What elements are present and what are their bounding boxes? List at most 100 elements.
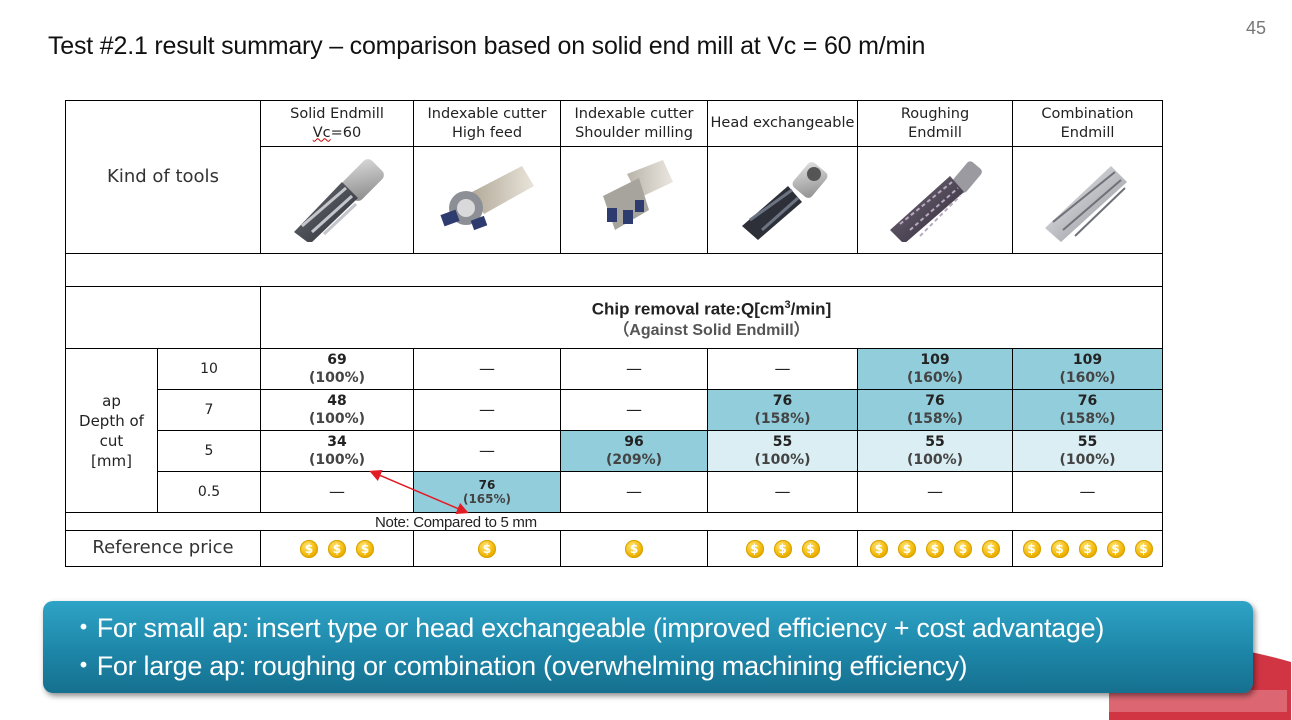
- table-row: 5 34(100%) — 96(209%) 55(100%) 55(100%) …: [66, 430, 1163, 472]
- coin-icon: $: [898, 539, 916, 558]
- value-cell: —: [707, 348, 858, 390]
- value-cell: 96(209%): [560, 430, 708, 472]
- coin-icon: $: [954, 539, 972, 558]
- value-dash: —: [1079, 481, 1096, 501]
- tool-image-cell: [413, 146, 561, 254]
- summary-line: ・For large ap: roughing or combination (…: [70, 651, 968, 681]
- note-row: Note: Compared to 5 mm: [65, 512, 1163, 531]
- value-cell: —: [1012, 471, 1163, 513]
- roughing-endmill-image: [890, 161, 982, 244]
- coin-icon: $: [478, 539, 496, 558]
- value-number: 76: [478, 478, 496, 492]
- value-dash: —: [774, 481, 791, 501]
- value-cell: —: [560, 348, 708, 390]
- tool-image-cell: [260, 146, 414, 254]
- slide-title: Test #2.1 result summary – comparison ba…: [48, 32, 926, 60]
- value-number: 69: [327, 352, 347, 368]
- value-percent: (100%): [1059, 452, 1116, 468]
- summary-line: ・For small ap: insert type or head excha…: [70, 613, 1105, 643]
- blank-header-cell: [65, 286, 261, 349]
- value-number: 96: [624, 434, 644, 450]
- tool-name-line1: Roughing: [900, 105, 970, 122]
- price-coins-cell: $$$$$: [1012, 530, 1163, 567]
- value-number: 55: [1077, 434, 1098, 450]
- rate-unit-sup: 3: [784, 299, 791, 312]
- ap-label-line: cut: [99, 431, 124, 450]
- coin-icon: $: [1078, 539, 1097, 558]
- value-cell: 109(160%): [857, 348, 1013, 390]
- ap-value-cell: 10: [157, 348, 261, 390]
- coin-icon: $: [745, 539, 764, 558]
- tool-name-line1: Solid Endmill: [290, 105, 384, 122]
- value-percent: (100%): [308, 411, 366, 427]
- kind-of-tools-cell: Kind of tools: [65, 100, 261, 254]
- price-coins-cell: $$$: [260, 530, 414, 567]
- kind-of-tools-label: Kind of tools: [107, 165, 219, 187]
- price-coins-cell: $$$: [707, 530, 858, 567]
- tool-name-line1: Indexable cutter: [427, 105, 547, 122]
- value-number: 76: [925, 393, 945, 409]
- ap-label-line: Depth of: [79, 411, 144, 430]
- tool-name-line2: Endmill: [908, 124, 962, 141]
- tool-name-line2: Vc=60: [312, 124, 362, 141]
- value-dash: —: [626, 481, 642, 501]
- table-row: ap Depth of cut [mm] 10 69(100%) — — — 1…: [65, 348, 1163, 513]
- rate-unit-open: [cm: [754, 299, 785, 319]
- rate-subtitle: （Against Solid Endmill）: [613, 321, 810, 339]
- value-number: 76: [1077, 393, 1098, 409]
- value-cell: 55(100%): [707, 430, 858, 472]
- table-row: 7 48(100%) — — 76(158%) 76(158%) 76(158%…: [66, 389, 1163, 431]
- tool-name-line1: Indexable cutter: [574, 105, 694, 122]
- value-dash: —: [479, 358, 495, 378]
- value-number: 109: [1072, 352, 1103, 368]
- value-number: 34: [327, 434, 347, 450]
- value-cell: —: [857, 471, 1013, 513]
- tool-header-cell: Head exchangeable: [707, 100, 858, 147]
- coin-icon: $: [625, 539, 643, 558]
- value-dash: —: [329, 481, 345, 501]
- value-percent: (158%): [1059, 411, 1116, 427]
- price-coins-cell: $: [560, 530, 708, 567]
- coin-icon: $: [1134, 539, 1153, 558]
- summary-callout: ・For small ap: insert type or head excha…: [43, 601, 1253, 693]
- solid-endmill-image: [294, 159, 384, 244]
- tool-name-line2: Shoulder milling: [575, 124, 693, 141]
- coin-icon: $: [356, 539, 374, 558]
- value-number: 109: [920, 352, 950, 368]
- value-percent: (165%): [462, 492, 512, 506]
- value-dash: —: [626, 399, 642, 419]
- tool-name-line2: High feed: [451, 124, 523, 141]
- coin-icon: $: [1106, 539, 1125, 558]
- value-dash: —: [479, 440, 495, 460]
- value-percent: (100%): [754, 452, 811, 468]
- value-number: 55: [925, 434, 945, 450]
- note-text: Note: Compared to 5 mm: [375, 513, 537, 531]
- chip-removal-rate-header: Chip removal rate:Q[cm3/min] （Against So…: [260, 286, 1163, 349]
- value-cell: 55 (100%): [857, 430, 1013, 472]
- value-dash: —: [774, 358, 791, 378]
- value-number: 76: [772, 393, 793, 409]
- value-cell: 69(100%): [260, 348, 414, 390]
- coin-icon: $: [773, 539, 792, 558]
- value-cell: 109 (160%): [1012, 348, 1163, 390]
- value-percent: (100%): [906, 452, 964, 468]
- head-exchangeable-image: [741, 162, 827, 240]
- ap-label-line: [mm]: [91, 451, 132, 470]
- ap-value-cell: 5: [157, 430, 261, 472]
- ap-value-cell: 0.5: [157, 471, 261, 513]
- tool-name-line1: Combination: [1041, 105, 1134, 122]
- value-cell: 76(158%): [857, 389, 1013, 431]
- value-cell: 48(100%): [260, 389, 414, 431]
- shoulder-milling-cutter-image: [603, 160, 673, 230]
- value-dash: —: [927, 481, 943, 501]
- value-cell: 76 (158%): [1012, 389, 1163, 431]
- value-percent: (158%): [754, 411, 811, 427]
- value-cell: —: [707, 471, 858, 513]
- value-percent: (160%): [1059, 370, 1116, 386]
- value-cell: —: [560, 389, 708, 431]
